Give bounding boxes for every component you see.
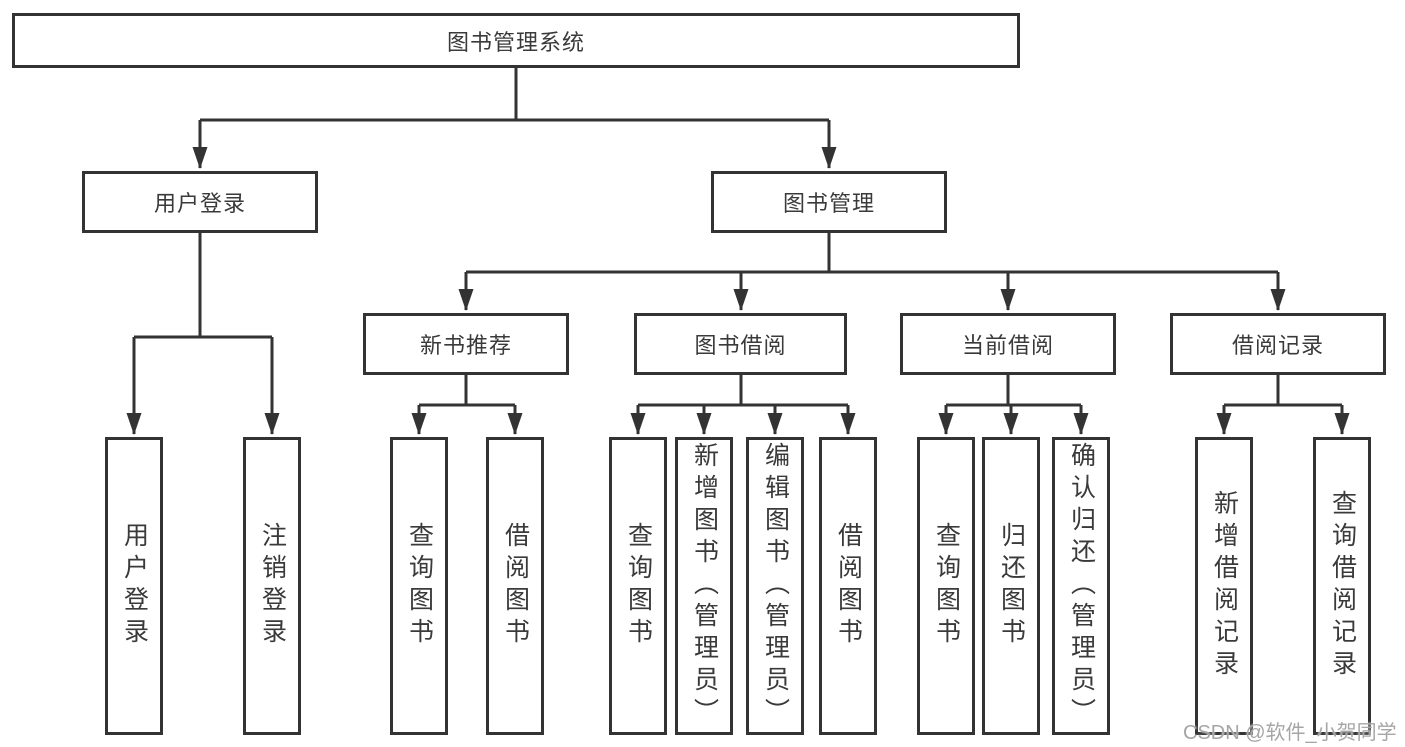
node-book-management-label: 图书管理 [782, 191, 875, 216]
leaf-add-books-admin-label: 新增图书（管理员） [690, 442, 719, 730]
leaf-return-books-label: 归还图书 [997, 522, 1026, 650]
leaf-add-borrow-record-label: 新增借阅记录 [1210, 490, 1239, 682]
leaf-confirm-return-admin: 确认归还（管理员） [1052, 437, 1110, 735]
leaf-user-login: 用户登录 [105, 437, 163, 735]
leaf-add-books-admin: 新增图书（管理员） [675, 437, 733, 735]
node-book-management: 图书管理 [711, 171, 947, 233]
node-root: 图书管理系统 [12, 13, 1020, 68]
leaf-logout: 注销登录 [243, 437, 301, 735]
leaf-query-books-3: 查询图书 [917, 437, 975, 735]
node-user-login-label: 用户登录 [153, 191, 246, 216]
leaf-edit-books-admin-label: 编辑图书（管理员） [761, 442, 790, 730]
csdn-watermark: CSDN @软件_小贺同学 [1183, 722, 1397, 744]
leaf-query-borrow-record: 查询借阅记录 [1313, 437, 1371, 735]
leaf-query-books-1-label: 查询图书 [405, 522, 434, 650]
node-borrow-records-label: 借阅记录 [1231, 333, 1324, 358]
leaf-query-books-2: 查询图书 [609, 437, 667, 735]
leaf-query-books-2-label: 查询图书 [624, 522, 653, 650]
node-new-book-recommend: 新书推荐 [363, 313, 569, 375]
leaf-borrow-books-1-label: 借阅图书 [501, 522, 530, 650]
node-user-login: 用户登录 [82, 171, 318, 233]
node-root-label: 图书管理系统 [446, 29, 585, 55]
node-current-borrow-label: 当前借阅 [961, 333, 1054, 358]
leaf-query-books-3-label: 查询图书 [932, 522, 961, 650]
node-book-borrow-label: 图书借阅 [694, 333, 787, 358]
node-book-borrow: 图书借阅 [634, 313, 847, 375]
leaf-query-borrow-record-label: 查询借阅记录 [1328, 490, 1357, 682]
leaf-user-login-label: 用户登录 [120, 522, 149, 650]
node-new-book-recommend-label: 新书推荐 [419, 333, 512, 358]
leaf-query-books-1: 查询图书 [390, 437, 448, 735]
leaf-borrow-books-1: 借阅图书 [486, 437, 544, 735]
leaf-logout-label: 注销登录 [258, 522, 287, 650]
leaf-borrow-books-2: 借阅图书 [819, 437, 877, 735]
leaf-edit-books-admin: 编辑图书（管理员） [746, 437, 804, 735]
leaf-add-borrow-record: 新增借阅记录 [1195, 437, 1253, 735]
node-current-borrow: 当前借阅 [900, 313, 1116, 375]
leaf-confirm-return-admin-label: 确认归还（管理员） [1067, 442, 1096, 730]
leaf-return-books: 归还图书 [982, 437, 1040, 735]
leaf-borrow-books-2-label: 借阅图书 [834, 522, 863, 650]
node-borrow-records: 借阅记录 [1170, 313, 1386, 375]
